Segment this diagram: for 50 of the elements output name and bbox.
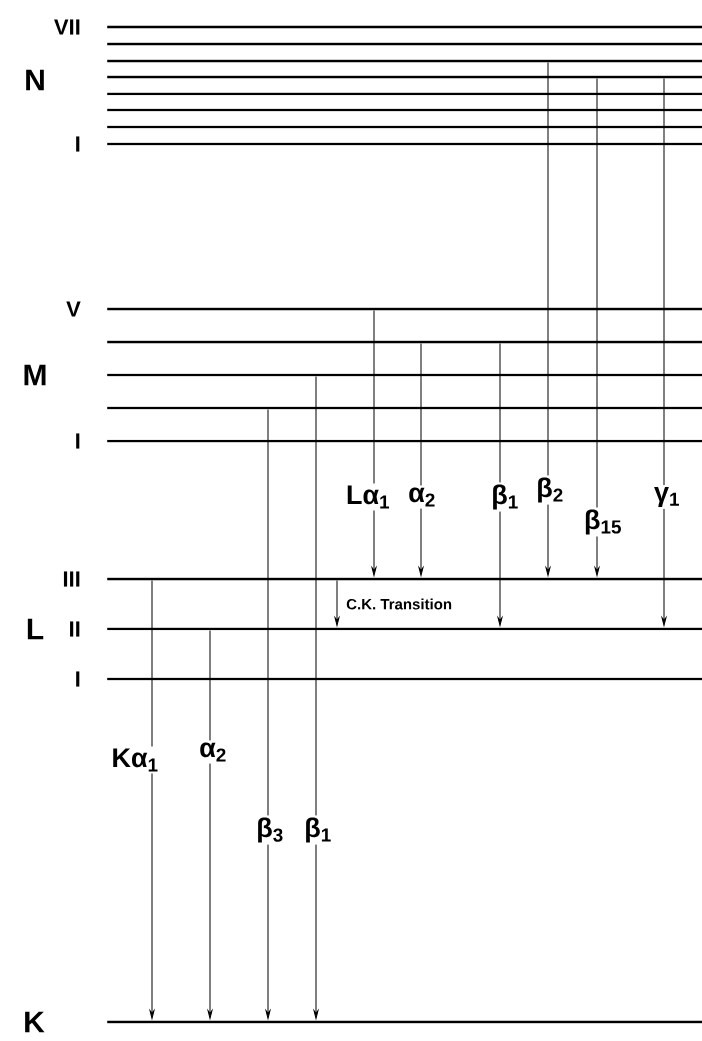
- energy-level: [107, 92, 702, 96]
- energy-level: [107, 108, 702, 112]
- energy-level: K: [25, 1011, 702, 1033]
- transition-label: α$_{2}$: [406, 485, 438, 509]
- shell-label: L: [27, 618, 44, 640]
- transition-arrow: [594, 78, 600, 576]
- node-label: K: [25, 1011, 45, 1033]
- node-label: III: [63, 571, 80, 587]
- energy-level: [107, 42, 702, 46]
- transition-label: α$_{2}$: [197, 740, 229, 764]
- transition-label: β$_{15}$: [582, 507, 624, 537]
- transition-arrow: [265, 409, 271, 1019]
- transition-label: Kα$_{1}$: [109, 746, 161, 774]
- energy-level: [107, 75, 702, 79]
- transition-arrow: [661, 78, 667, 626]
- node-label: VII: [54, 19, 80, 35]
- energy-level: [107, 406, 702, 410]
- node-label: I: [76, 136, 80, 152]
- energy-level: [107, 373, 702, 377]
- energy-level: I: [76, 136, 702, 152]
- transition-arrow: [207, 630, 213, 1019]
- transition-arrow: [334, 580, 340, 626]
- transition-arrow: [545, 62, 551, 576]
- node-label: V: [66, 301, 81, 317]
- transition-label: β$_{2}$: [534, 475, 566, 505]
- transition-label: β$_{1}$: [489, 482, 521, 512]
- transition-label: β$_{1}$: [302, 815, 334, 845]
- energy-level: VII: [54, 19, 702, 35]
- node-label: II: [70, 621, 80, 637]
- transition-label: Lα$_{1}$: [343, 483, 393, 511]
- transition-label: C.K. Transition: [344, 596, 455, 612]
- transition-arrow: [497, 343, 503, 626]
- energy-level: II: [70, 621, 702, 637]
- transition-label: γ$_{1}$: [652, 485, 682, 509]
- energy-level: I: [76, 433, 702, 449]
- energy-level: [107, 340, 702, 344]
- transition-label: β$_{3}$: [254, 815, 286, 845]
- energy-level: [107, 59, 702, 63]
- transition-arrow: [418, 343, 424, 576]
- shell-label: N: [26, 69, 44, 91]
- energy-level: I: [76, 671, 702, 687]
- transition-arrow: [149, 580, 155, 1019]
- energy-level: III: [63, 571, 702, 587]
- energy-level: [107, 125, 702, 129]
- node-label: I: [76, 433, 80, 449]
- transition-arrow: [371, 310, 377, 576]
- node-label: I: [76, 671, 80, 687]
- shell-label: M: [24, 364, 46, 386]
- energy-level: V: [66, 301, 702, 317]
- transition-arrow: [313, 376, 319, 1019]
